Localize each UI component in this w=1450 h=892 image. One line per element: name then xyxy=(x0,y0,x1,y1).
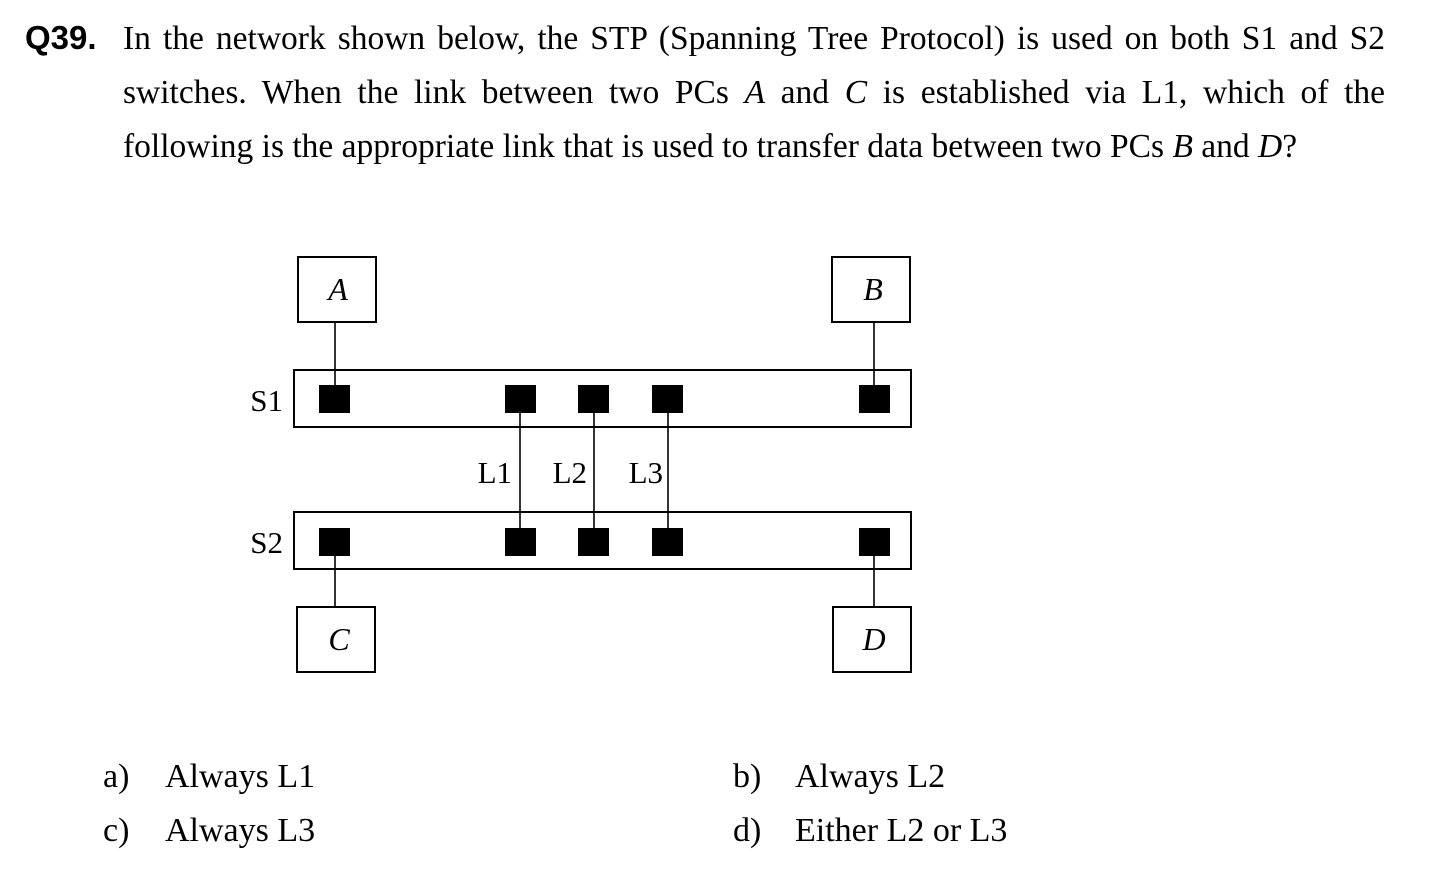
s2-port-c xyxy=(319,528,350,556)
s2-port-d xyxy=(859,528,890,556)
pc-d-box xyxy=(832,606,912,673)
link-l3-label: L3 xyxy=(629,455,663,490)
stem-pc-d: D xyxy=(1258,128,1283,165)
stem-pc-a: A xyxy=(744,74,766,111)
switch-s1-label: S1 xyxy=(250,383,283,418)
question-stem: In the network shown below, the STP (Spa… xyxy=(123,12,1385,174)
stem-text-5: ? xyxy=(1282,128,1298,165)
s1-port-l1 xyxy=(505,385,536,413)
s2-port-l1 xyxy=(505,528,536,556)
stem-text-3: is established via L1, which of the foll… xyxy=(123,74,1385,165)
s1-port-l3 xyxy=(652,385,683,413)
s2-port-l2 xyxy=(578,528,609,556)
stem-text-4: and xyxy=(1192,128,1259,165)
option-a-text: Always L1 xyxy=(165,758,316,795)
switch-s1-bar xyxy=(293,369,912,428)
pc-b-box xyxy=(831,256,911,323)
option-d-text: Either L2 or L3 xyxy=(795,812,1008,849)
s1-port-l2 xyxy=(578,385,609,413)
pc-d-label: D xyxy=(861,621,885,657)
switch-s2-bar xyxy=(293,511,912,570)
pc-a-box xyxy=(297,256,377,323)
pc-b-label: B xyxy=(863,271,883,307)
link-l1-label: L1 xyxy=(478,455,512,490)
option-d[interactable]: d) Either L2 or L3 xyxy=(733,809,1007,853)
link-l2-label: L2 xyxy=(553,455,587,490)
option-b-letter: b) xyxy=(733,758,762,795)
option-d-letter: d) xyxy=(733,812,762,849)
switch-s2-label: S2 xyxy=(250,525,283,560)
option-b[interactable]: b) Always L2 xyxy=(733,755,945,799)
s1-port-a xyxy=(319,385,350,413)
option-b-text: Always L2 xyxy=(795,758,946,795)
pc-a-label: A xyxy=(326,271,348,307)
option-a[interactable]: a) Always L1 xyxy=(103,755,315,799)
stem-text-1: In the network shown below, the STP (Spa… xyxy=(123,20,1385,111)
pc-c-box xyxy=(296,606,376,673)
stem-pc-b: B xyxy=(1172,128,1193,165)
option-a-letter: a) xyxy=(103,758,130,795)
stem-pc-c: C xyxy=(844,74,868,111)
question-number: Q39. xyxy=(25,19,97,56)
option-c[interactable]: c) Always L3 xyxy=(103,809,315,853)
s1-port-b xyxy=(859,385,890,413)
option-c-text: Always L3 xyxy=(165,812,316,849)
s2-port-l3 xyxy=(652,528,683,556)
option-c-letter: c) xyxy=(103,812,130,849)
stem-text-2: and xyxy=(765,74,845,111)
pc-c-label: C xyxy=(328,621,350,657)
